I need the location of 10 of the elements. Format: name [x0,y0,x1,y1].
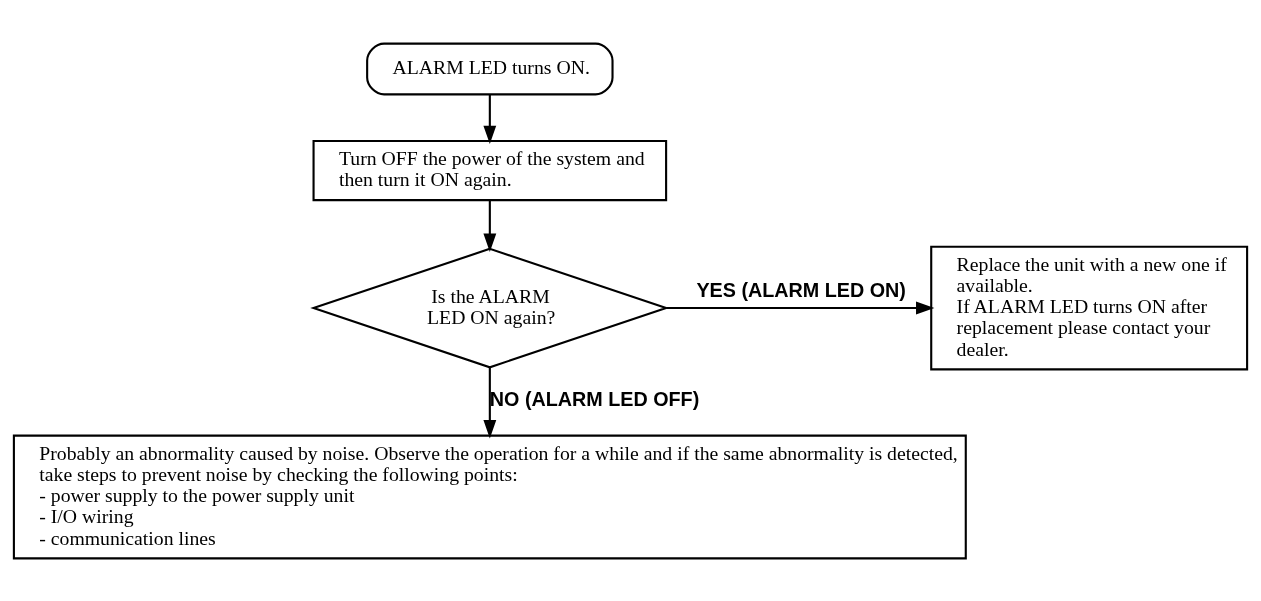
arrow [483,200,497,252]
edge-label: NO (ALARM LED OFF) [489,387,700,410]
node-box: ALARM LED turns ON. [366,42,614,95]
node-box: Probably an abnormality caused by noise. Observe the operation for a while and if the same abnormality is detected, take steps to prevent noise by checking the following points: - power supply to the power supply unit - I/O wiring - communication lines [12,434,967,559]
edge-label: YES (ALARM LED ON) [696,278,906,301]
node-box: Turn OFF the power of the system and then turn it ON again. [312,139,668,201]
arrow [666,301,935,314]
arrow [483,94,497,144]
arrow [483,366,497,438]
node-box: Replace the unit with a new one if available. If ALARM LED turns ON after replacement please contact your dealer. [930,245,1249,370]
